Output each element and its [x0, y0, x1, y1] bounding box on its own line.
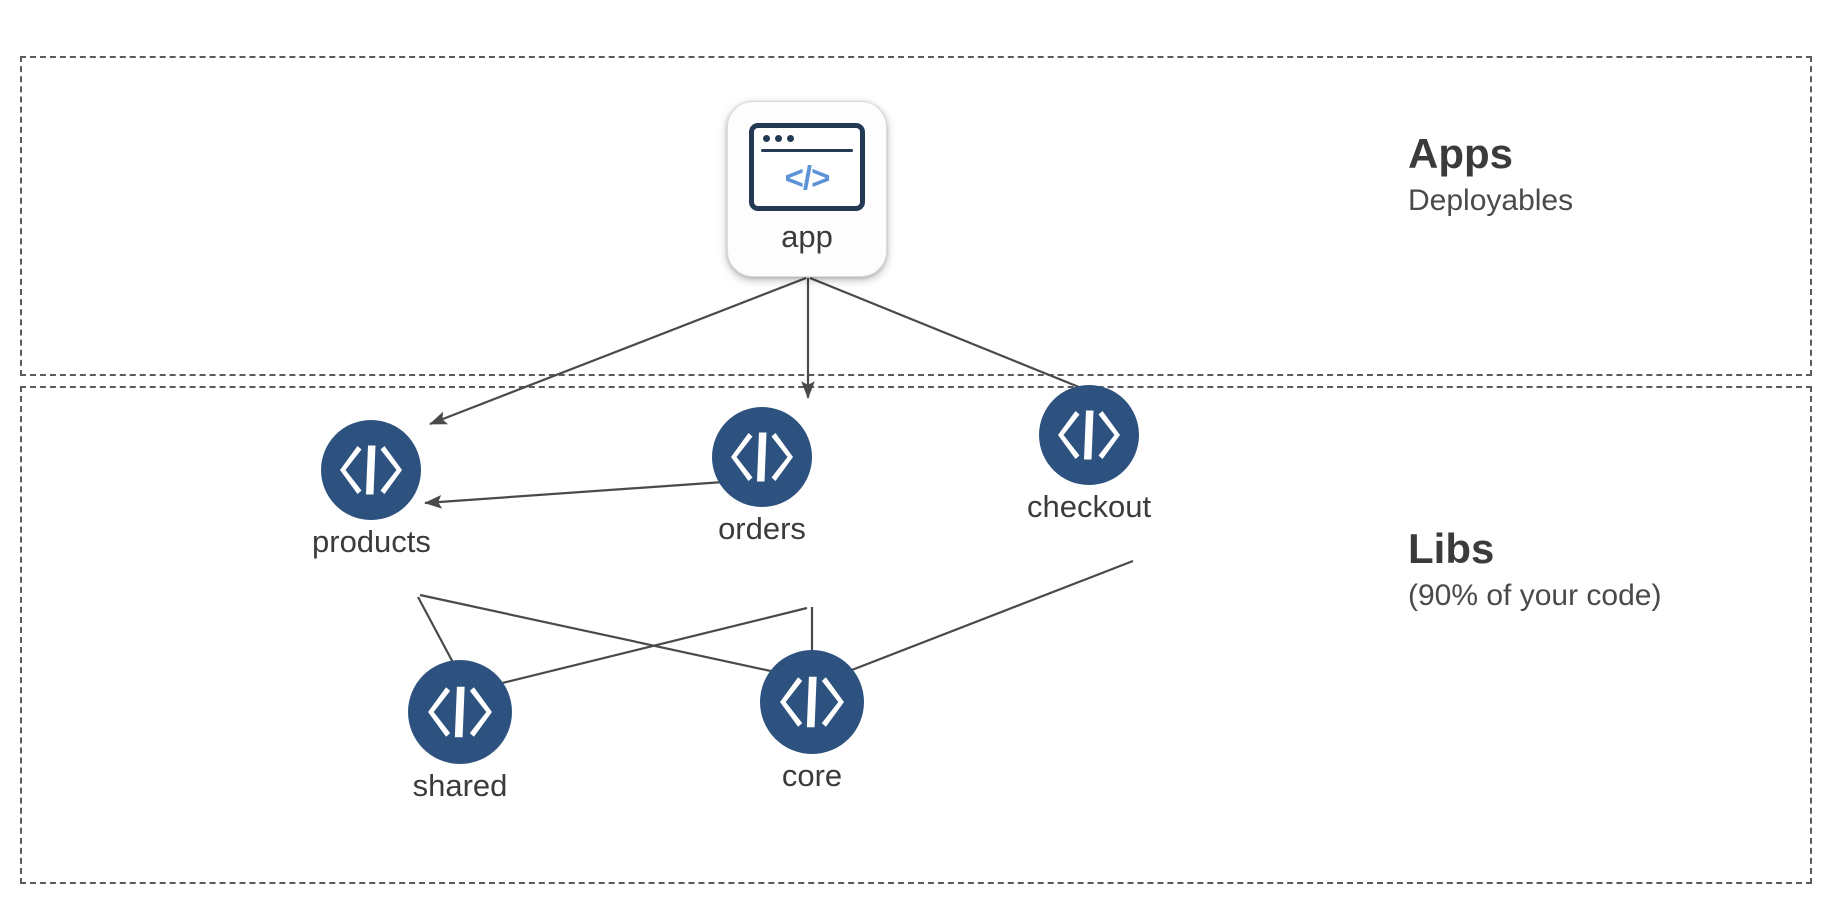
code-glyph: </>	[784, 158, 831, 196]
node-checkout[interactable]: checkout	[1027, 385, 1151, 522]
node-core-label: core	[781, 758, 843, 793]
zone-libs	[20, 386, 1812, 884]
node-app[interactable]: </> app	[727, 101, 887, 277]
node-checkout-label: checkout	[1027, 489, 1152, 524]
code-brackets-icon	[408, 660, 512, 764]
zone-libs-subtitle: (90% of your code)	[1408, 578, 1662, 612]
code-brackets-icon	[760, 650, 864, 754]
code-brackets-icon	[712, 407, 812, 507]
node-core[interactable]: core	[760, 650, 864, 791]
zone-apps-caption: Apps Deployables	[1408, 130, 1574, 220]
node-products[interactable]: products	[312, 420, 431, 557]
zone-apps-subtitle: Deployables	[1408, 183, 1574, 217]
zone-libs-caption: Libs (90% of your code)	[1408, 525, 1662, 615]
node-shared-label: shared	[412, 768, 508, 803]
node-products-label: products	[312, 524, 431, 559]
node-orders-label: orders	[718, 511, 806, 546]
window-titlebar-rule	[761, 149, 853, 152]
code-brackets-icon	[1039, 385, 1140, 485]
window-dots-icon	[763, 135, 794, 142]
code-brackets-icon	[321, 420, 422, 520]
node-app-label: app	[781, 219, 833, 254]
node-shared[interactable]: shared	[408, 660, 512, 801]
zone-libs-title: Libs	[1408, 525, 1495, 572]
node-orders[interactable]: orders	[712, 407, 812, 544]
browser-window-code-icon: </>	[749, 123, 865, 211]
zone-apps-title: Apps	[1408, 130, 1513, 177]
